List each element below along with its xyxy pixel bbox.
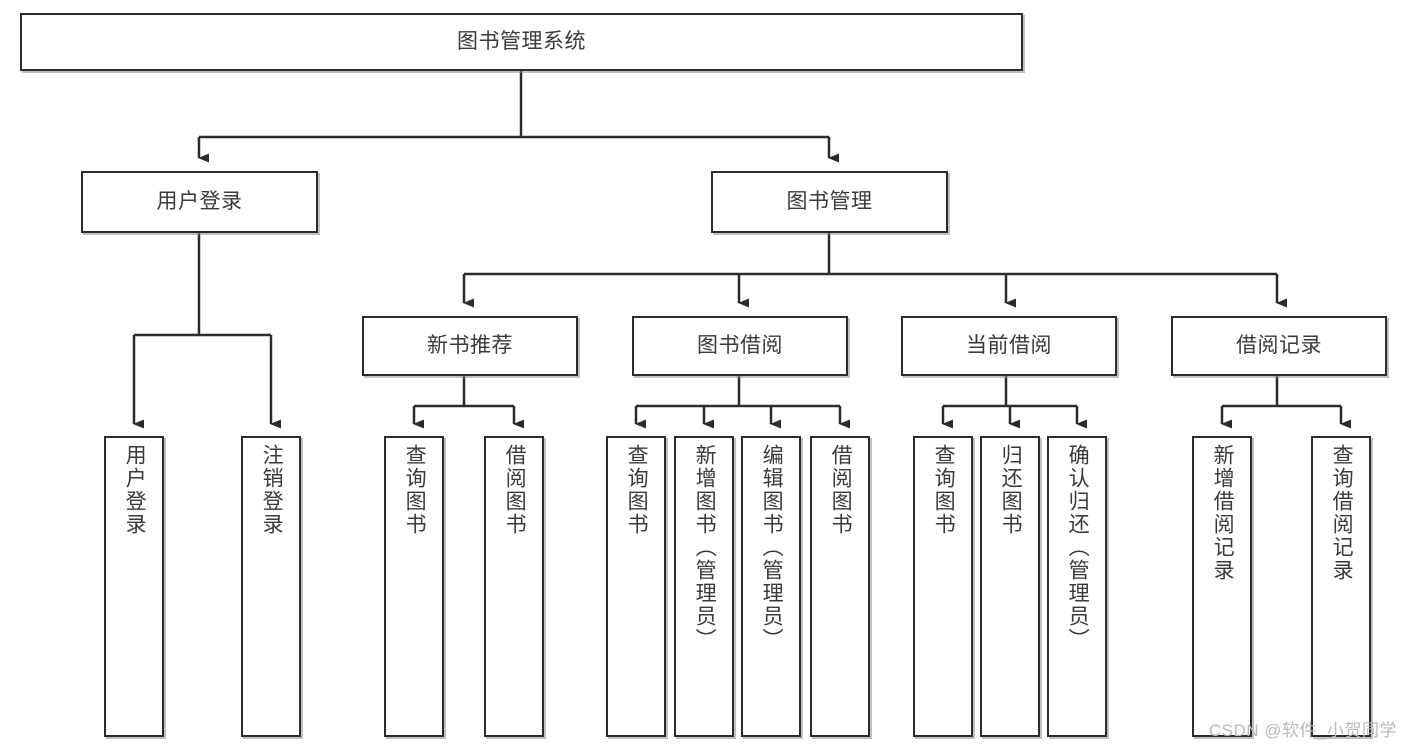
node-leaf-query-book-3[interactable]: 查询图书 (913, 436, 973, 737)
node-leaf-query-record-label: 查询借阅记录 (1330, 444, 1354, 582)
node-root-label: 图书管理系统 (457, 29, 586, 53)
node-leaf-query-book-1[interactable]: 查询图书 (384, 436, 444, 737)
node-leaf-edit-book[interactable]: 编辑图书（管理员） (741, 436, 801, 737)
node-leaf-borrow-book-1-label: 借阅图书 (503, 444, 527, 536)
node-borrow-record[interactable]: 借阅记录 (1171, 316, 1387, 376)
node-leaf-borrow-book-2[interactable]: 借阅图书 (810, 436, 870, 737)
node-root[interactable]: 图书管理系统 (20, 13, 1023, 71)
node-book-borrow-label: 图书借阅 (697, 333, 783, 357)
node-leaf-query-book-2-label: 查询图书 (625, 444, 649, 536)
node-new-book-recommend-label: 新书推荐 (427, 333, 513, 357)
node-leaf-logout-login-label: 注销登录 (260, 444, 284, 536)
node-current-borrow[interactable]: 当前借阅 (901, 316, 1117, 376)
node-leaf-confirm-return-label: 确认归还（管理员） (1066, 444, 1090, 651)
node-user-login[interactable]: 用户登录 (81, 171, 318, 233)
node-leaf-query-record[interactable]: 查询借阅记录 (1311, 436, 1371, 737)
node-book-management-label: 图书管理 (786, 189, 873, 213)
node-leaf-borrow-book-2-label: 借阅图书 (829, 444, 853, 536)
node-new-book-recommend[interactable]: 新书推荐 (362, 316, 578, 376)
node-leaf-user-login[interactable]: 用户登录 (104, 436, 164, 737)
node-leaf-add-record-label: 新增借阅记录 (1211, 444, 1235, 582)
node-leaf-user-login-label: 用户登录 (123, 444, 147, 536)
node-leaf-edit-book-label: 编辑图书（管理员） (760, 444, 784, 651)
node-leaf-return-book[interactable]: 归还图书 (980, 436, 1040, 737)
node-leaf-logout-login[interactable]: 注销登录 (241, 436, 301, 737)
node-leaf-query-book-3-label: 查询图书 (932, 444, 956, 536)
node-current-borrow-label: 当前借阅 (966, 333, 1052, 357)
node-book-borrow[interactable]: 图书借阅 (632, 316, 848, 376)
node-book-management[interactable]: 图书管理 (711, 171, 948, 233)
node-leaf-query-book-2[interactable]: 查询图书 (606, 436, 666, 737)
node-user-login-label: 用户登录 (156, 189, 243, 213)
node-leaf-borrow-book-1[interactable]: 借阅图书 (484, 436, 544, 737)
node-leaf-add-book-label: 新增图书（管理员） (693, 444, 717, 651)
node-leaf-add-record[interactable]: 新增借阅记录 (1192, 436, 1252, 737)
node-borrow-record-label: 借阅记录 (1236, 333, 1322, 357)
node-leaf-return-book-label: 归还图书 (999, 444, 1023, 536)
node-leaf-query-book-1-label: 查询图书 (403, 444, 427, 536)
node-leaf-confirm-return[interactable]: 确认归还（管理员） (1047, 436, 1107, 737)
node-leaf-add-book[interactable]: 新增图书（管理员） (674, 436, 734, 737)
